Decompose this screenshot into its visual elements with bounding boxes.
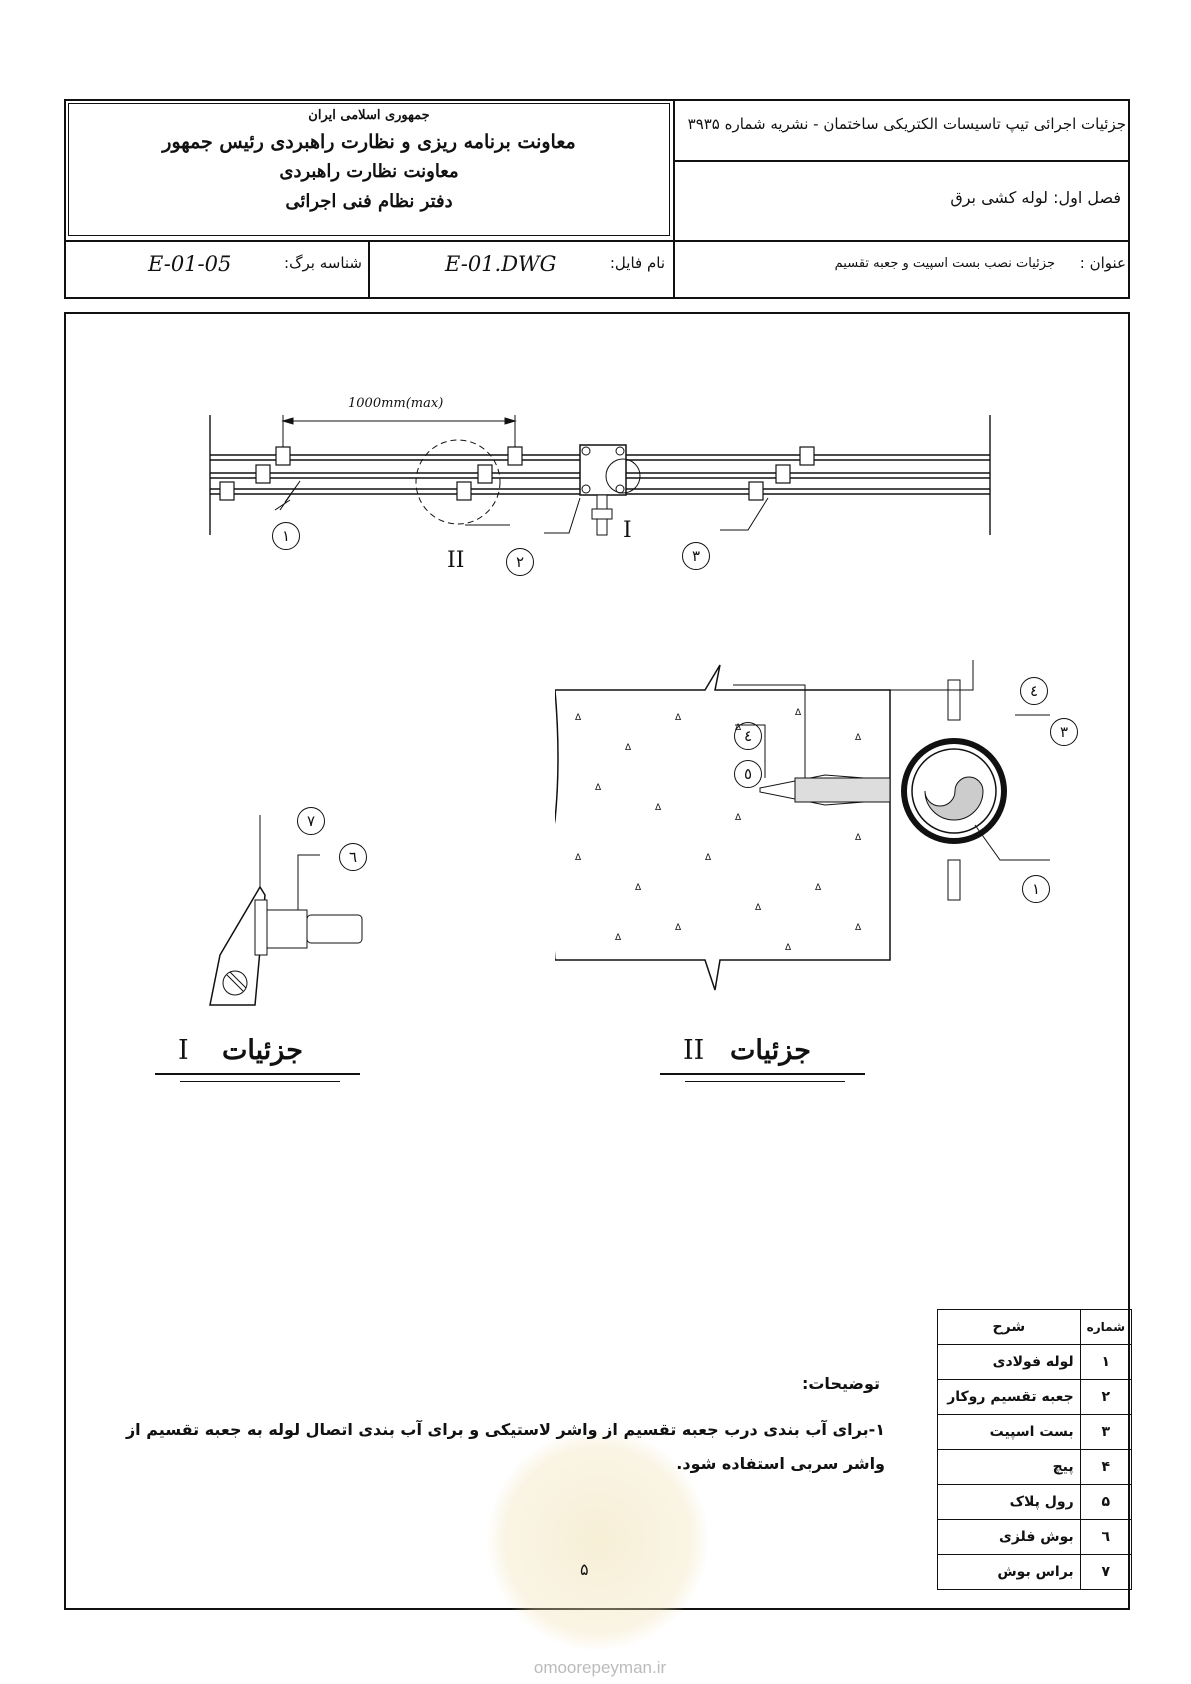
watermark-url: omoorepeyman.ir	[533, 1658, 667, 1677]
svg-text:Δ: Δ	[655, 803, 662, 813]
legend-row: ۱ لوله فولادی	[937, 1344, 1133, 1380]
caption-detail-II-underline-2	[685, 1081, 845, 1082]
svg-text:Δ: Δ	[795, 708, 802, 718]
svg-text:Δ: Δ	[625, 743, 632, 753]
caption-detail-II-mark: II	[683, 1035, 705, 1066]
title-block-hline-2	[64, 240, 1130, 242]
legend-row: ٦ بوش فلزی	[937, 1519, 1133, 1555]
title-label: عنوان :	[1079, 254, 1126, 272]
sheet-label: شناسه برگ:	[284, 254, 362, 272]
legend-desc: رول پلاک	[937, 1484, 1081, 1520]
svg-text:Δ: Δ	[755, 903, 762, 913]
legend-num: ٦	[1079, 1519, 1133, 1555]
svg-text:Δ: Δ	[855, 733, 862, 743]
svg-text:Δ: Δ	[595, 783, 602, 793]
detail-II-callout-5: ٥	[734, 760, 762, 788]
legend-num: ۱	[1079, 1344, 1133, 1380]
legend-row: ۳ بست اسپیت	[937, 1414, 1133, 1450]
legend-desc: براس بوش	[937, 1554, 1081, 1590]
file-value: E-01.DWG	[445, 252, 557, 276]
detail-mark-I: I	[623, 518, 632, 543]
detail-II-callout-3: ٣	[1050, 718, 1078, 746]
svg-text:Δ: Δ	[735, 813, 742, 823]
legend-header-row: شماره شرح	[937, 1309, 1133, 1345]
callout-3: ٣	[682, 542, 710, 570]
title-block-divider	[673, 99, 675, 299]
file-label: نام فایل:	[609, 254, 665, 272]
legend-desc: جعبه تقسیم روکار	[937, 1379, 1081, 1415]
title-block	[64, 99, 1130, 299]
publication-title: جزئیات اجرائی تیپ تاسیسات الکتریکی ساختم…	[687, 115, 1126, 133]
legend-num: ۲	[1079, 1379, 1133, 1415]
notes-line-1: ۱-برای آب بندی درب جعبه تقسیم از واشر لا…	[125, 1420, 885, 1439]
legend-num: ۴	[1079, 1449, 1133, 1485]
svg-text:Δ: Δ	[785, 943, 792, 953]
legend-row: ۴ پیچ	[937, 1449, 1133, 1485]
svg-text:Δ: Δ	[675, 923, 682, 933]
svg-text:Δ: Δ	[815, 883, 822, 893]
svg-text:Δ: Δ	[705, 853, 712, 863]
detail-I-callout-6: ٦	[339, 843, 367, 871]
organization-box	[68, 103, 670, 236]
legend-table: شماره شرح ۱ لوله فولادی ۲ جعبه تقسیم روک…	[937, 1309, 1133, 1590]
svg-text:Δ: Δ	[615, 933, 622, 943]
svg-text:Δ: Δ	[855, 833, 862, 843]
detail-I-callout-7: ٧	[297, 807, 325, 835]
sheet-value: E-01-05	[148, 252, 232, 276]
caption-detail-II-word: جزئیات	[730, 1035, 811, 1066]
notes-line-2: واشر سربی استفاده شود.	[676, 1454, 885, 1473]
notes-heading: توضیحات:	[801, 1374, 880, 1393]
caption-detail-I-word: جزئیات	[222, 1035, 303, 1066]
svg-text:Δ: Δ	[675, 713, 682, 723]
caption-detail-I-underline	[155, 1073, 360, 1075]
legend-num: ۵	[1079, 1484, 1133, 1520]
detail-I-drawing	[209, 815, 363, 1006]
detail-II-callout-4a: ٤	[1020, 677, 1048, 705]
svg-text:Δ: Δ	[855, 923, 862, 933]
detail-II-callout-1: ١	[1022, 875, 1050, 903]
callout-2: ٢	[506, 548, 534, 576]
dimension-label: 1000mm(max)	[348, 396, 444, 411]
legend-header-num: شماره	[1079, 1309, 1133, 1345]
org-line-2: معاونت برنامه ریزی و نظارت راهبردی رئیس …	[162, 131, 576, 153]
legend-row: ۷ براس بوش	[937, 1554, 1133, 1590]
svg-text:Δ: Δ	[635, 883, 642, 893]
legend-desc: بست اسپیت	[937, 1414, 1081, 1450]
svg-text:Δ: Δ	[575, 853, 582, 863]
legend-num: ۷	[1079, 1554, 1133, 1590]
pipe-run-drawing	[209, 415, 991, 536]
svg-text:Δ: Δ	[575, 713, 582, 723]
legend-num: ۳	[1079, 1414, 1133, 1450]
legend-desc: پیچ	[937, 1449, 1081, 1485]
legend-desc: لوله فولادی	[937, 1344, 1081, 1380]
callout-1: ١	[272, 522, 300, 550]
org-line-4: دفتر نظام فنی اجرائی	[285, 191, 453, 212]
title-block-hline-1	[673, 160, 1130, 162]
legend-row: ۲ جعبه تقسیم روکار	[937, 1379, 1133, 1415]
legend-desc: بوش فلزی	[937, 1519, 1081, 1555]
org-line-3: معاونت نظارت راهبردی	[279, 161, 459, 182]
chapter-title: فصل اول: لوله کشی برق	[950, 188, 1121, 207]
org-line-1: جمهوری اسلامی ایران	[308, 108, 430, 123]
caption-detail-I-mark: I	[178, 1035, 189, 1066]
caption-detail-I-underline-2	[180, 1081, 340, 1082]
detail-II-callout-4b: ٤	[734, 722, 762, 750]
legend-row: ۵ رول پلاک	[937, 1484, 1133, 1520]
watermark-logo	[488, 1430, 708, 1650]
title-block-vline-2	[368, 240, 370, 299]
title-value: جزئیات نصب بست اسپیت و جعبه تقسیم	[834, 256, 1055, 271]
page-number: ۵	[580, 1560, 589, 1579]
legend-header-desc: شرح	[937, 1309, 1081, 1345]
caption-detail-II-underline	[660, 1073, 865, 1075]
detail-mark-II: II	[447, 548, 465, 573]
